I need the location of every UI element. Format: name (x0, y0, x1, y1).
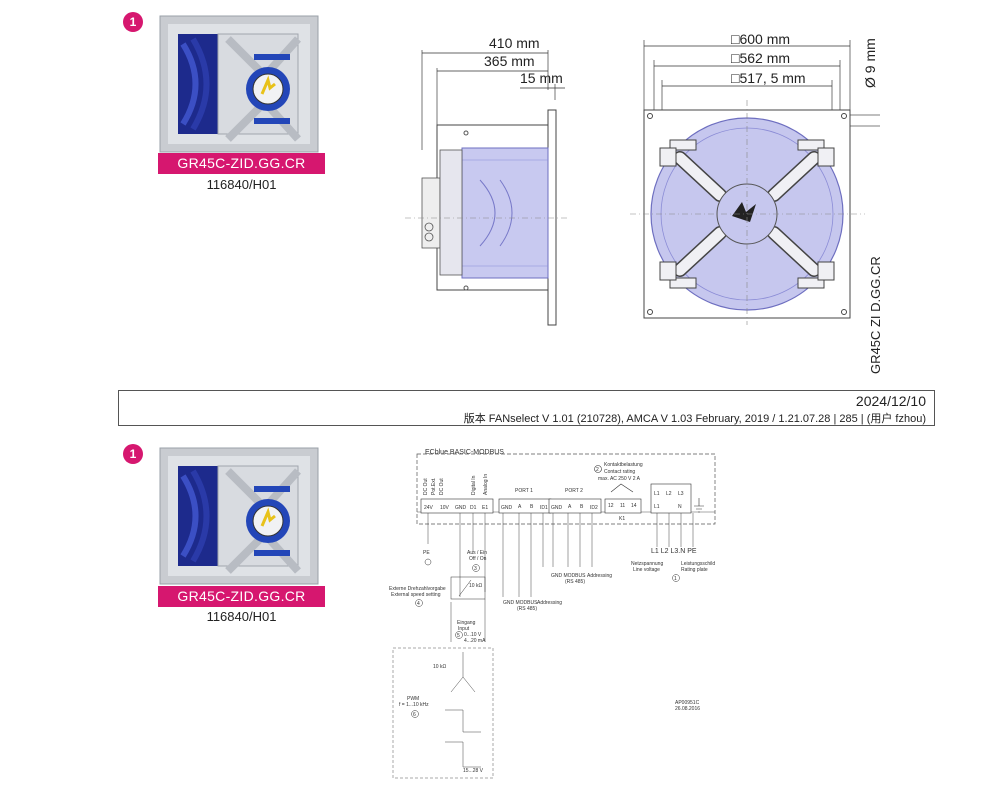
v15-28-label: 15...28 V (463, 768, 484, 774)
dim-plate-thickness: 15 mm (520, 70, 563, 86)
contact-rating-de: Kontaktbelastung (604, 462, 643, 468)
port2-gnd: GND (551, 505, 563, 511)
term-gnd: GND (455, 505, 467, 511)
relay-14: 14 (631, 503, 637, 509)
mains-de: Netzspannung (631, 561, 663, 567)
ext-speed-en: External speed setting (391, 592, 441, 598)
addressing-label-2: Addressing (587, 573, 612, 579)
drawing-date: 26.08.2016 (675, 706, 700, 712)
term-10v: 10V (440, 505, 450, 511)
wiring-title: ECblue BASIC-MODBUS (425, 449, 504, 456)
k1-label: K1 (619, 516, 625, 522)
version-info: 版本 FANselect V 1.01 (210728), AMCA V 1.0… (463, 413, 926, 425)
model-code-2: 116840/H01 (206, 609, 277, 624)
rating-de: Leistungsschild (681, 561, 715, 567)
port1-gnd: GND (501, 505, 513, 511)
rs485-label-2: (RS 485) (565, 579, 585, 585)
front-view-drawing (630, 40, 880, 325)
drawing-number: AP00951C (675, 700, 700, 706)
ext-speed-de: Externe Drehzahlvorgabe (389, 586, 446, 592)
circle-3: 3 (474, 566, 477, 572)
contact-rating-value: max. AC 250 V 2 A (598, 476, 641, 482)
power-l3: L3 (678, 491, 684, 497)
fan-product-photo-2 (159, 447, 319, 585)
circle-6: 6 (413, 712, 416, 718)
sub-10k-label: 10 kΩ (433, 664, 446, 670)
circle-4: 4 (417, 601, 420, 607)
circle-1: 1 (674, 576, 677, 582)
power-bottom-label: L1 L2 L3.N PE (651, 548, 697, 555)
port2-label: PORT 2 (565, 488, 583, 494)
addressing-label: Addressing (537, 600, 562, 606)
mains-en: Line voltage (633, 567, 660, 573)
power-l1: L1 (654, 491, 660, 497)
port2-a: A (568, 504, 572, 510)
relay-12: 12 (608, 503, 614, 509)
dim-plate-width: □600 mm (731, 31, 791, 47)
input-range-v: 0...10 V (464, 632, 482, 638)
port1-b: B (530, 504, 534, 510)
pwm-label: PWM (407, 696, 419, 702)
power-n: N (678, 504, 682, 510)
dim-total-length: 410 mm (489, 35, 540, 51)
term-24v: 24V (424, 505, 434, 511)
wiring-diagram: ECblue BASIC-MODBUS 24V 10V GND D1 E1 DC… (389, 449, 715, 779)
dc-out-label: DC Out (423, 478, 429, 495)
model-name-bar: GR45C-ZID.GG.CR (158, 153, 325, 174)
term-d1: D1 (470, 505, 477, 511)
gnd-modbus-label: GND MODBUS (503, 600, 538, 606)
model-code: 116840/H01 (206, 177, 277, 192)
pot-ext-label: Pot.Ext. (431, 477, 437, 495)
relay-11: 11 (620, 503, 625, 509)
digital-in-label: Digital In (471, 475, 477, 495)
circle-2: 2 (596, 467, 599, 473)
dc-out-label-2: DC Out (439, 478, 445, 495)
port1-a: A (518, 504, 522, 510)
dim-hole-spacing: □562 mm (731, 50, 791, 66)
pe-label: PE (423, 550, 430, 556)
gnd-modbus-label-2: GND MODBUS (551, 573, 586, 579)
side-view-drawing (405, 50, 570, 326)
rs485-label: (RS 485) (517, 606, 537, 612)
rating-en: Rating plate (681, 567, 708, 573)
off-on-label: Off / On (469, 556, 487, 562)
circle-5: 5 (457, 633, 460, 639)
port1-id: ID1 (540, 505, 548, 511)
input-range-ma: 4...20 mA (464, 638, 486, 644)
item-number-badge: 1 (123, 12, 143, 32)
term-e1: E1 (482, 505, 488, 511)
dim-inner-width: □517, 5 mm (731, 70, 806, 86)
document-info-box: 2024/12/10 版本 FANselect V 1.01 (210728),… (118, 390, 935, 426)
model-name-bar-2: GR45C-ZID.GG.CR (158, 586, 325, 607)
port1-label: PORT 1 (515, 488, 533, 494)
eingang-label: Eingang (457, 620, 476, 626)
item-number-badge-2: 1 (123, 444, 143, 464)
analog-in-label: Analog In (483, 474, 489, 495)
aus-ein-label: Aus / Ein (467, 550, 487, 556)
pot-10k-label: 10 kΩ (469, 583, 482, 589)
dim-body-length: 365 mm (484, 53, 535, 69)
input-label: Input (458, 626, 470, 632)
port2-id: ID2 (590, 505, 598, 511)
contact-rating-en: Contact rating (604, 469, 635, 475)
left-terminals: 24V 10V GND D1 E1 DC Out Pot.Ext. DC Out… (420, 474, 494, 514)
document-date: 2024/12/10 (855, 393, 926, 409)
fan-product-photo (159, 15, 319, 153)
power-l2: L2 (666, 491, 672, 497)
pwm-freq: f = 1...10 kHz (399, 702, 429, 708)
port2-b: B (580, 504, 584, 510)
power-l1b: L1 (654, 504, 660, 510)
